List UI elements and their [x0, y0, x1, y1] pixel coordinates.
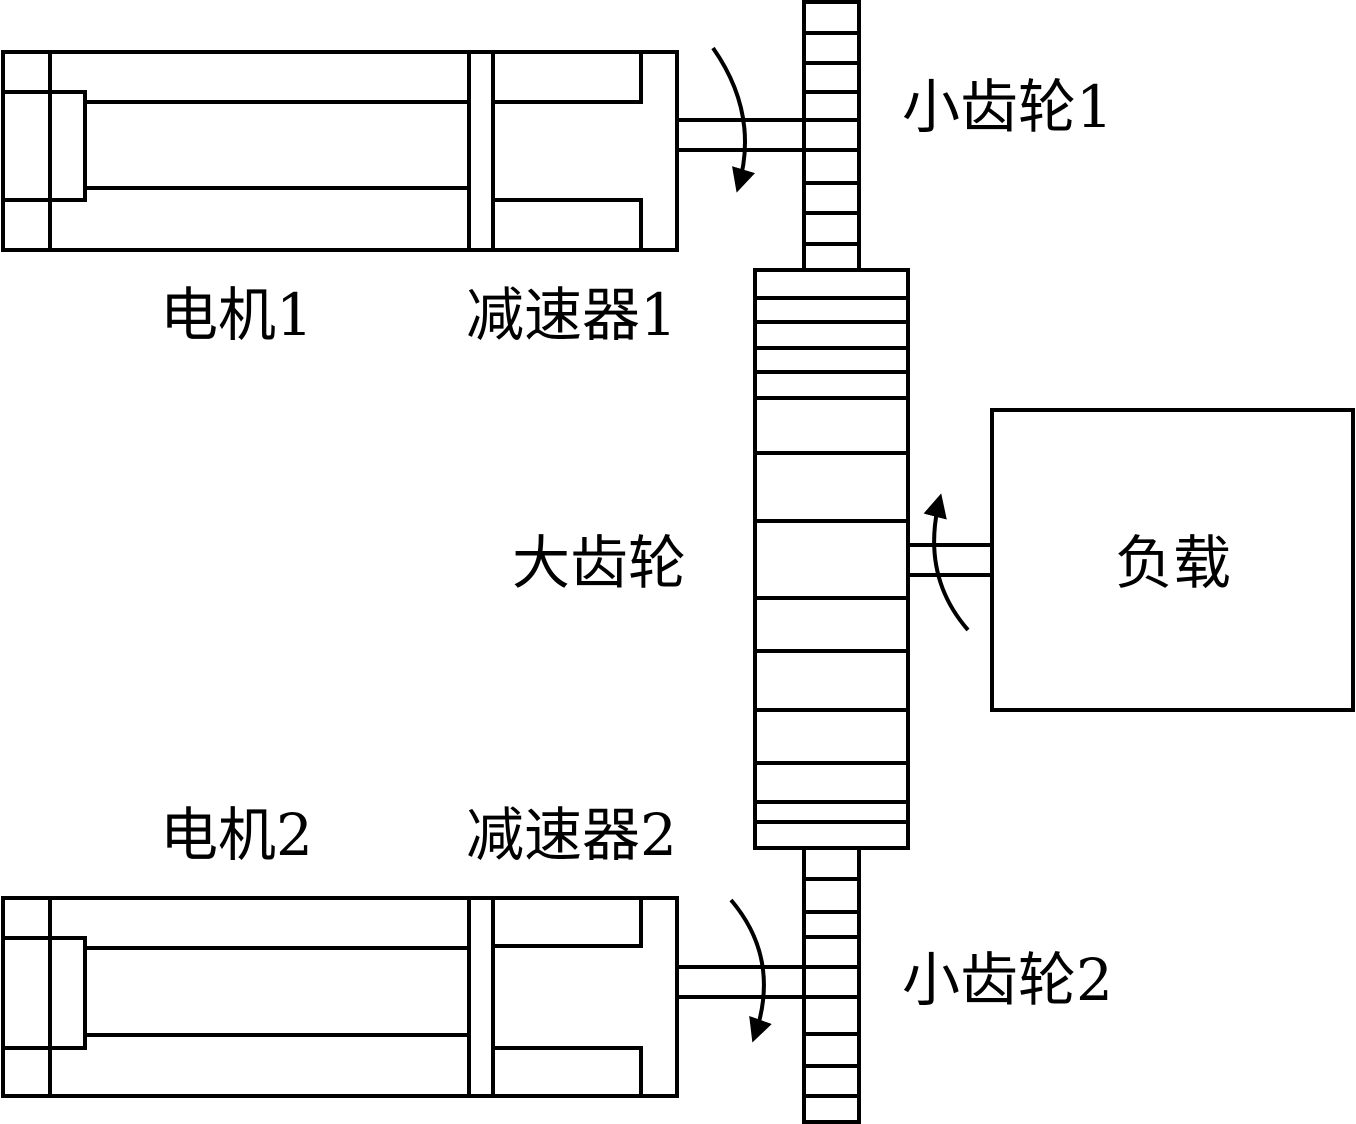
rotation-arrow-1: [711, 46, 756, 193]
label-reducer1: 减速器1: [466, 281, 677, 349]
big-gear: [753, 268, 910, 850]
pinion-2: [802, 846, 861, 1124]
label-pinion2: 小齿轮2: [902, 946, 1113, 1014]
shaft-1: [675, 118, 806, 152]
label-reducer2: 减速器2: [466, 801, 677, 869]
pinion-1: [802, 0, 861, 272]
label-load: 负载: [1115, 529, 1231, 597]
label-pinion1: 小齿轮1: [902, 73, 1113, 141]
reducer-2: [467, 896, 679, 1098]
label-motor1: 电机1: [160, 281, 313, 349]
label-big-gear: 大齿轮: [512, 529, 686, 597]
motor-2: [1, 896, 471, 1098]
load-shaft: [906, 543, 994, 577]
rotation-arrow-2: [729, 898, 772, 1043]
label-motor2: 电机2: [160, 801, 313, 869]
shaft-2: [675, 965, 806, 999]
motor-1: [1, 50, 471, 252]
reducer-1: [467, 50, 679, 252]
rotation-arrow-load: [923, 493, 970, 632]
